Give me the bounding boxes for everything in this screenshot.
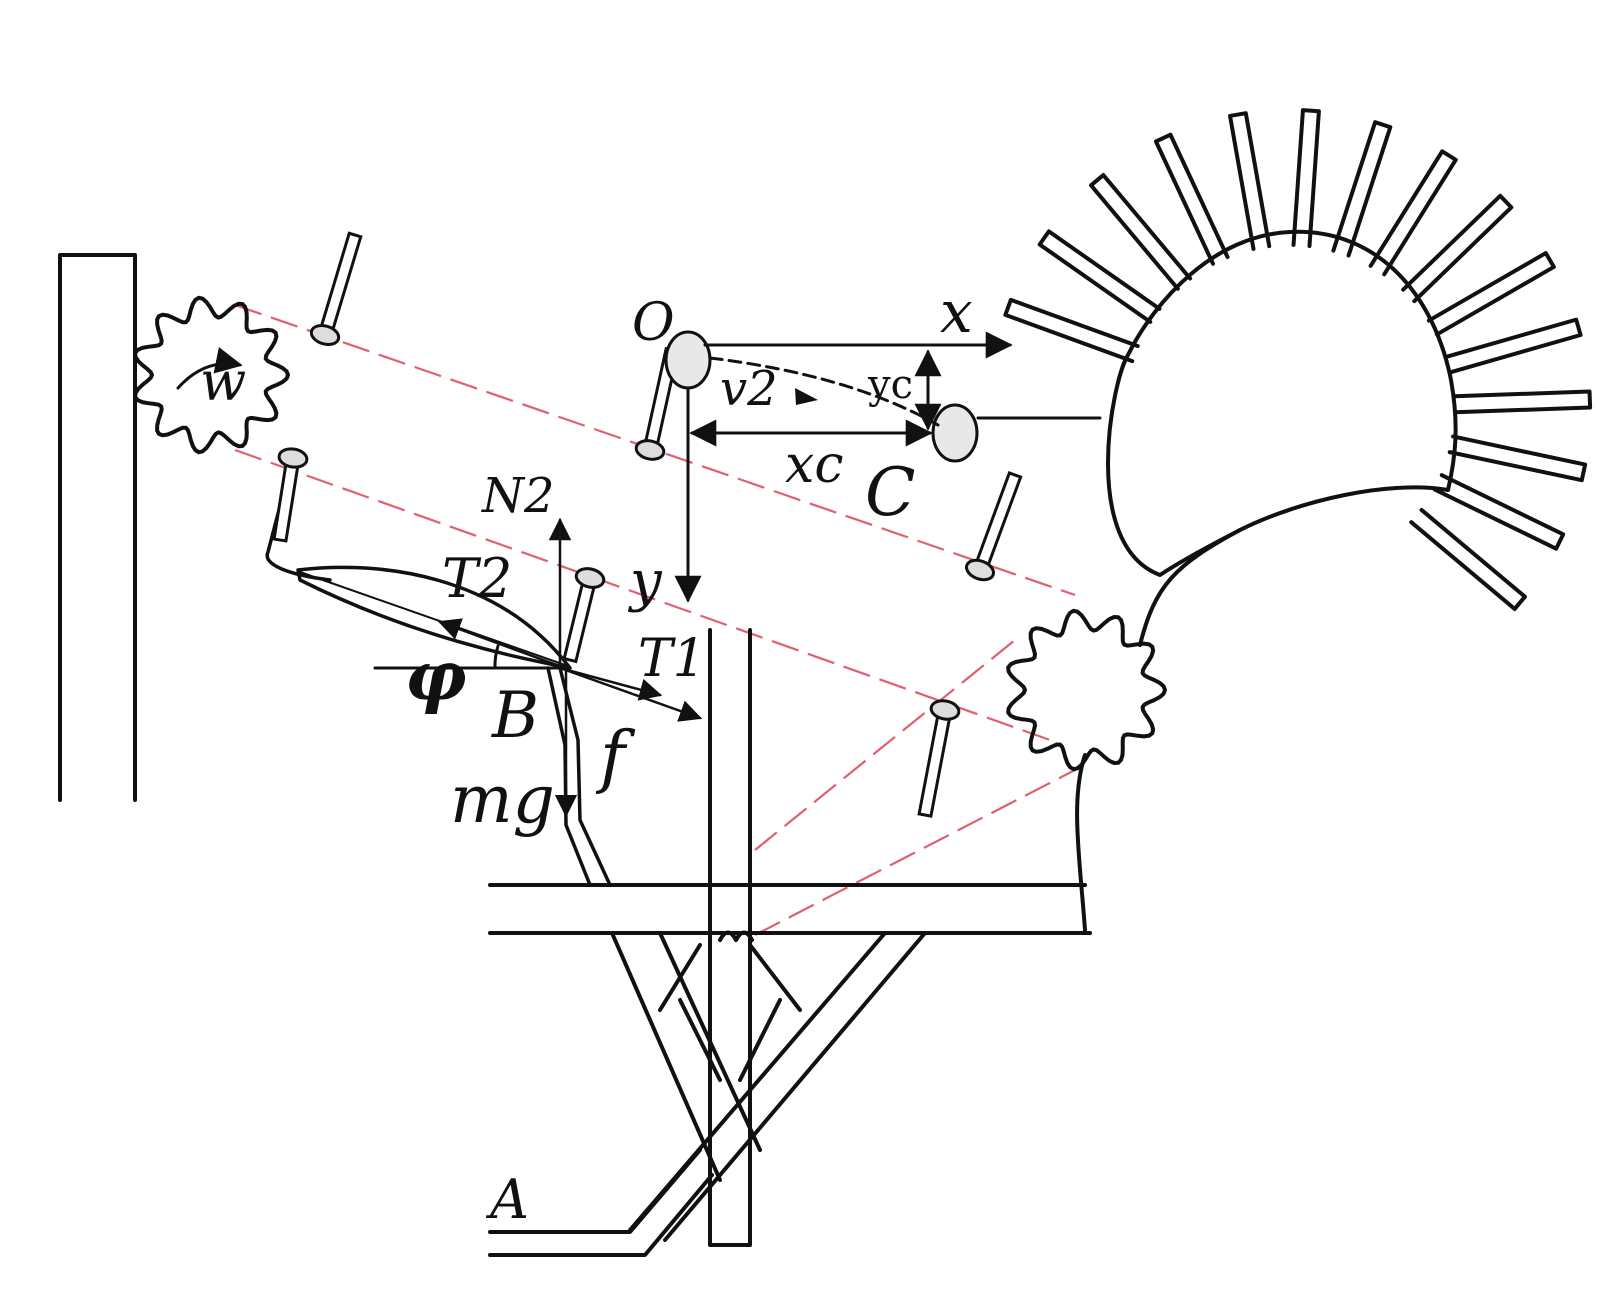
roller-drum [1106,229,1458,577]
tine [562,567,606,664]
label-t2: T2 [442,547,512,610]
roller-spike [1432,473,1566,551]
label-t1: T1 [638,629,706,689]
tine [964,470,1023,582]
roller-spike [1089,173,1193,291]
roller-spike [1444,317,1583,375]
roller-spike [1401,193,1514,304]
left-frame-post [58,253,137,802]
roller-spike [1153,132,1230,266]
rotation-arrow-icon [176,347,243,390]
label-w: w [200,350,246,413]
finger-blade-rib [299,571,566,666]
roller-spike [1331,120,1393,258]
roller-spike [1409,507,1527,611]
spiked-roller [1003,108,1593,611]
label-b: B [491,679,539,753]
roller-spike [1447,434,1588,483]
chain-line-cross-a [754,639,1016,851]
label-yc: yc [867,362,913,408]
roller-spike [1228,111,1272,251]
stalk-right [558,666,612,887]
label-phi: φ [405,637,467,717]
roller-spike [1368,149,1458,277]
tine [309,231,363,347]
trajectory-arrow-icon [795,388,818,405]
label-v2: v2 [720,361,778,417]
force-t1 [558,666,703,722]
finger-blade [296,565,572,670]
point-c [931,403,979,463]
roller-spike [1003,297,1140,364]
center-post [708,628,752,1247]
label-c: C [865,454,916,531]
force-f [558,666,663,701]
base-frame-top [488,1148,702,1234]
tines [272,231,1023,818]
drive-sprocket [133,295,290,455]
label-o: O [632,293,675,353]
angle-arc [493,644,500,670]
chain-line-cross-b [754,769,1076,936]
support-truss [610,930,927,1242]
label-n2: N2 [481,468,555,524]
tine [917,699,961,818]
roller-spike [1452,389,1593,415]
label-f: f [595,718,636,797]
guard-arc [1138,528,1242,647]
label-y: y [627,549,663,614]
label-mg: mg [450,761,555,838]
roller-spike [1037,229,1162,324]
guard-side [1075,753,1087,932]
roller-spike [1426,251,1556,337]
base-frame-bottom [488,1173,714,1257]
tine [272,447,309,543]
label-xc: xc [785,435,843,495]
driven-sprocket [1006,608,1167,772]
label-a: A [485,1168,529,1231]
roller-spike [1291,108,1321,248]
label-x: x [940,278,973,346]
chain-line-lower [234,448,1051,742]
trajectory-curve [708,356,940,427]
force-t2 [437,618,567,670]
